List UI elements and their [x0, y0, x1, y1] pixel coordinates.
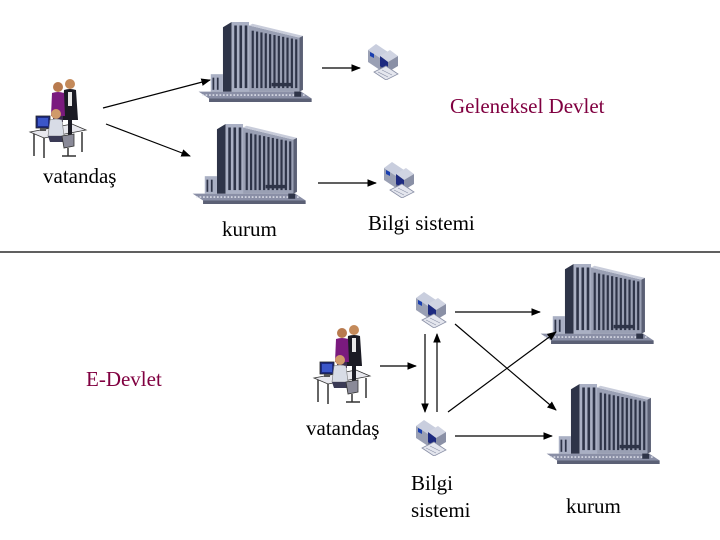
traditional-government-title: Geleneksel Devlet [450, 94, 605, 118]
edevlet-title: E-Devlet [86, 367, 162, 391]
citizen-label: vatandaş [306, 416, 380, 440]
info-system-label: Bilgi sistemi [368, 211, 475, 235]
computer-icon [415, 291, 447, 328]
computer-icon [415, 419, 447, 456]
info-system-label-line2: sistemi [411, 498, 471, 522]
arrow-citizen-to-building-2 [105, 123, 191, 157]
edevlet-section [313, 264, 661, 464]
computer-icon [383, 161, 415, 198]
arrow-system-to-building-top-cross [447, 331, 557, 413]
arrow-system-to-building-bottom-cross [454, 323, 557, 411]
citizen-label: vatandaş [43, 164, 117, 188]
institution-label: kurum [222, 217, 277, 241]
citizen-people-icon [29, 78, 87, 158]
citizen-people-icon [313, 324, 371, 404]
arrow-citizen-to-building-1 [102, 78, 211, 109]
info-system-label: Bilgi sistemi [411, 470, 471, 524]
info-system-label-line1: Bilgi [411, 471, 454, 495]
computer-icon [367, 43, 399, 80]
institution-label: kurum [566, 494, 621, 518]
building-icon [197, 22, 313, 102]
building-icon [539, 264, 655, 344]
traditional-section [29, 22, 415, 204]
building-icon [545, 384, 661, 464]
building-icon [191, 124, 307, 204]
